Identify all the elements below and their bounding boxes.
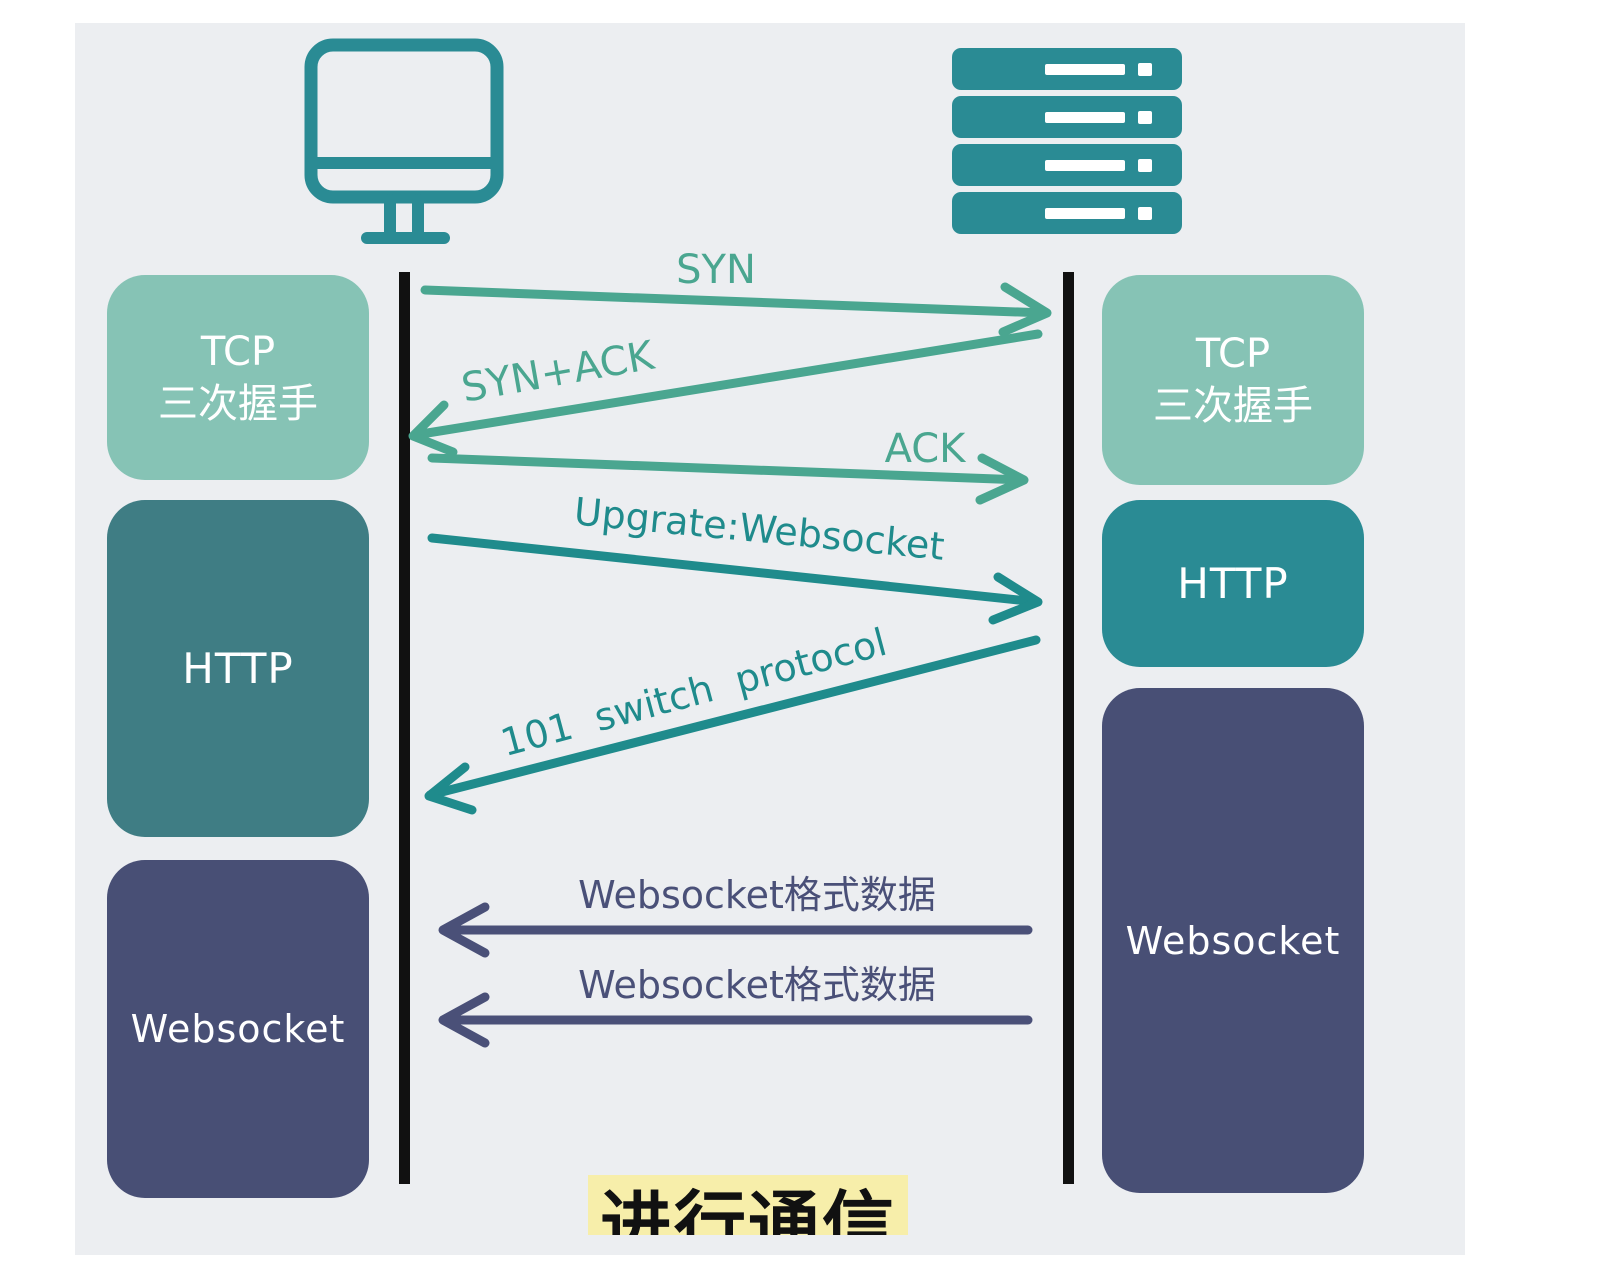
server-tcp-label: TCP bbox=[1195, 331, 1271, 377]
client-lifeline bbox=[399, 272, 410, 1184]
server-tcp-block: TCP 三次握手 bbox=[1102, 275, 1364, 485]
syn-ack-arrow bbox=[408, 329, 1043, 457]
server-tcp-sublabel: 三次握手 bbox=[1153, 383, 1313, 429]
ws-data-label-1: Websocket格式数据 bbox=[578, 873, 936, 917]
server-websocket-block: Websocket bbox=[1102, 688, 1364, 1193]
ack-label: ACK bbox=[885, 426, 968, 472]
server-websocket-label: Websocket bbox=[1125, 918, 1341, 963]
client-tcp-sublabel: 三次握手 bbox=[158, 380, 318, 427]
client-http-label: HTTP bbox=[182, 644, 294, 693]
client-websocket-label: Websocket bbox=[130, 1007, 346, 1051]
client-tcp-label: TCP bbox=[200, 328, 276, 375]
client-http-block: HTTP bbox=[107, 500, 369, 837]
server-icon bbox=[952, 48, 1182, 234]
upgrade-arrow bbox=[427, 533, 1043, 625]
syn-label: SYN bbox=[676, 247, 756, 293]
ws-data-label-2: Websocket格式数据 bbox=[578, 963, 936, 1007]
client-websocket-block: Websocket bbox=[107, 860, 369, 1198]
server-http-label: HTTP bbox=[1177, 559, 1289, 608]
monitor-icon bbox=[304, 38, 504, 244]
server-lifeline bbox=[1063, 272, 1074, 1184]
ws-data-arrow-1 bbox=[438, 902, 1033, 958]
ws-data-arrow-2 bbox=[438, 992, 1033, 1048]
caption-text: 进行通信 bbox=[600, 1183, 897, 1235]
client-tcp-block: TCP 三次握手 bbox=[107, 275, 369, 480]
server-http-block: HTTP bbox=[1102, 500, 1364, 667]
syn-arrow bbox=[420, 282, 1052, 337]
ack-arrow bbox=[427, 453, 1029, 505]
switch-protocol-arrow bbox=[424, 635, 1041, 815]
caption-banner: 进行通信 bbox=[588, 1175, 909, 1235]
